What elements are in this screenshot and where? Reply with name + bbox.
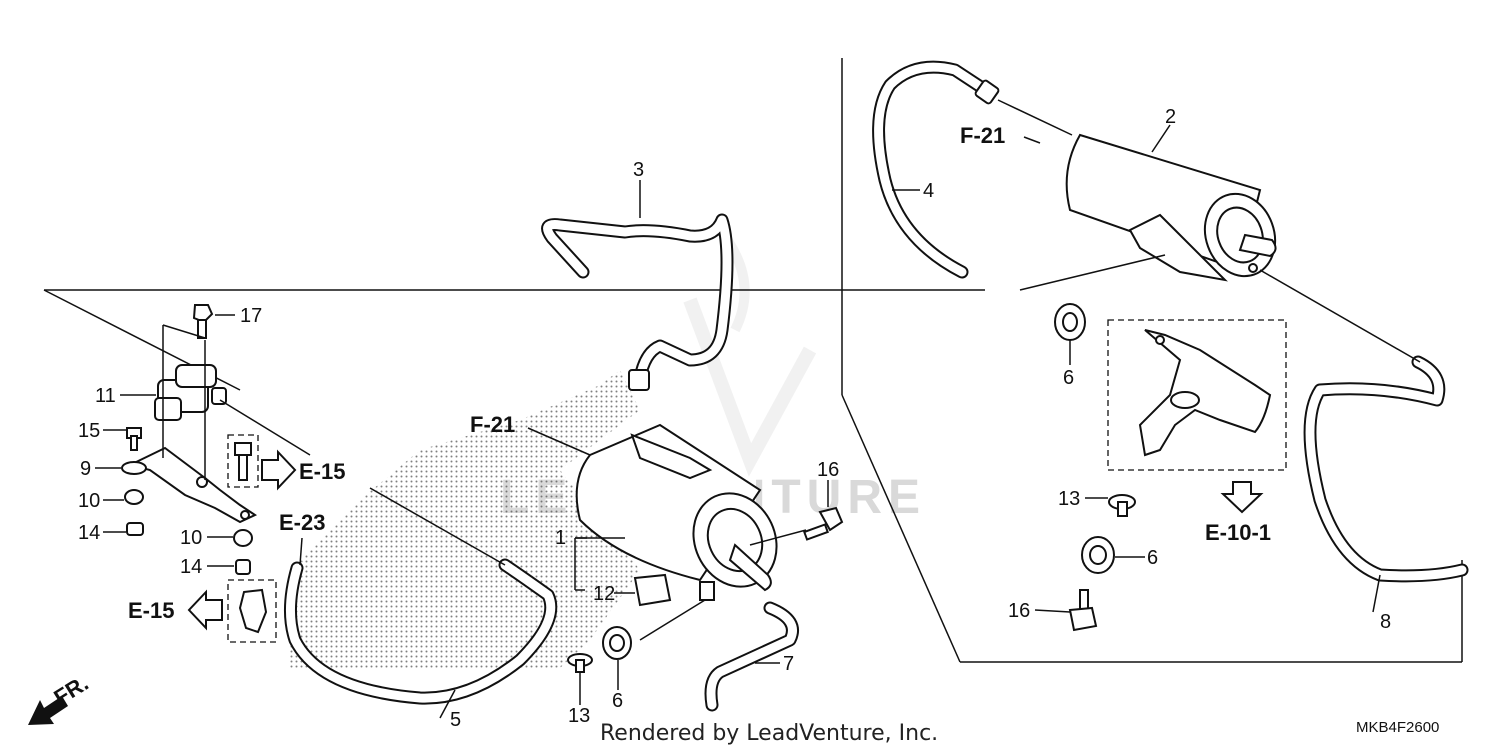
callout-6-lower: 6 — [612, 690, 623, 712]
callout-16-right: 16 — [1008, 600, 1030, 622]
arrow-e15-right — [261, 449, 297, 491]
callout-3: 3 — [633, 159, 644, 181]
collar-10-left[interactable] — [124, 489, 144, 505]
arrow-e23-down — [299, 537, 303, 566]
bolt-16-right[interactable] — [1068, 589, 1098, 632]
bolt-mid[interactable] — [227, 434, 259, 488]
clip-box[interactable] — [227, 579, 277, 643]
callout-10-left: 10 — [78, 490, 100, 512]
callout-7: 7 — [783, 653, 794, 675]
callout-13-lower: 13 — [568, 705, 590, 727]
hose-8[interactable] — [1303, 355, 1469, 583]
nut-14-left[interactable] — [126, 522, 144, 536]
callout-16-left: 16 — [817, 459, 839, 481]
grommet-6-lower-right[interactable] — [1081, 536, 1115, 574]
bolt-17[interactable] — [192, 304, 214, 339]
callout-4: 4 — [923, 180, 934, 202]
callout-1: 1 — [555, 527, 566, 549]
washer-9[interactable] — [121, 461, 147, 475]
callout-6-right: 6 — [1147, 547, 1158, 569]
ref-e10-1[interactable]: E-10-1 — [1205, 520, 1271, 545]
diagram-code: MKB4F2600 — [1356, 719, 1439, 736]
bracket-9[interactable] — [127, 446, 258, 524]
clip-13-right[interactable] — [1108, 494, 1136, 517]
callout-8: 8 — [1380, 611, 1391, 633]
callout-13-right: 13 — [1058, 488, 1080, 510]
ref-e23[interactable]: E-23 — [279, 510, 325, 535]
callout-6-upper: 6 — [1063, 367, 1074, 389]
ref-f21-lower[interactable]: F-21 — [470, 412, 515, 437]
pad-12[interactable] — [633, 573, 672, 607]
callout-9: 9 — [80, 458, 91, 480]
callout-11: 11 — [95, 385, 116, 407]
callout-17: 17 — [240, 305, 262, 327]
grommet-6-upper-right[interactable] — [1054, 303, 1086, 341]
canister-1[interactable] — [575, 423, 792, 601]
leader-lines — [95, 99, 1421, 719]
hose-4[interactable] — [872, 60, 1000, 279]
collar-10-right[interactable] — [233, 529, 253, 547]
ref-f21-upper[interactable]: F-21 — [960, 123, 1005, 148]
canister-2[interactable] — [1065, 133, 1287, 286]
hose-5[interactable] — [283, 558, 558, 705]
ref-e15-right[interactable]: E-15 — [299, 459, 345, 484]
solenoid-valve-11[interactable] — [154, 364, 227, 421]
callout-5: 5 — [450, 709, 461, 731]
callout-10-right: 10 — [180, 527, 202, 549]
arrow-e15-left — [187, 589, 223, 631]
arrow-fr — [28, 696, 68, 725]
watermark-logo — [683, 226, 817, 477]
callout-12: 12 — [593, 583, 615, 605]
callout-15: 15 — [78, 420, 100, 442]
hose-3[interactable] — [541, 213, 734, 391]
nut-14-right[interactable] — [235, 559, 251, 575]
bolt-15[interactable] — [126, 427, 142, 451]
clip-13-lower[interactable] — [567, 653, 593, 673]
grommet-6-lower[interactable] — [602, 626, 632, 660]
rendered-by-text: Rendered by LeadVenture, Inc. — [600, 721, 938, 746]
bolt-16-left[interactable] — [803, 506, 844, 541]
callout-14-left: 14 — [78, 522, 100, 544]
bracket-box — [1107, 319, 1287, 471]
hose-7[interactable] — [704, 601, 799, 712]
ref-e15-left[interactable]: E-15 — [128, 598, 174, 623]
callout-14-right: 14 — [180, 556, 202, 578]
arrow-e101-down — [1220, 481, 1264, 514]
callout-2: 2 — [1165, 106, 1176, 128]
